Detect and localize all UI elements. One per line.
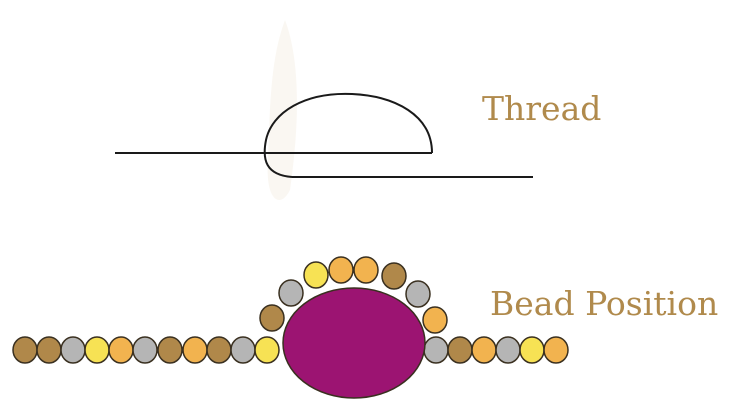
bead-diagram xyxy=(12,256,569,399)
bead-arc-6 xyxy=(381,262,407,290)
bead-arc-8 xyxy=(422,306,448,334)
bead-left-4 xyxy=(84,336,110,364)
bead-right-1 xyxy=(423,336,449,364)
bead-arc-4 xyxy=(328,256,354,284)
thread-label: Thread xyxy=(482,89,602,128)
bead-left-10 xyxy=(230,336,256,364)
bead-left-2 xyxy=(36,336,62,364)
bead-left-6 xyxy=(132,336,158,364)
bead-left-9 xyxy=(206,336,232,364)
bead-left-8 xyxy=(182,336,208,364)
bead-left-11 xyxy=(254,336,280,364)
bead-left-7 xyxy=(157,336,183,364)
bead-arc-2 xyxy=(278,279,304,307)
thread-diagram xyxy=(115,92,533,178)
bead-right-5 xyxy=(519,336,545,364)
thread-loop xyxy=(263,92,433,178)
bead-arc-3 xyxy=(303,261,329,289)
bead-arc-5 xyxy=(353,256,379,284)
bead-right-6 xyxy=(543,336,569,364)
bead-arc-1 xyxy=(259,304,285,332)
bead-left-5 xyxy=(108,336,134,364)
bead-left-1 xyxy=(12,336,38,364)
bead-arc-7 xyxy=(405,280,431,308)
bead-right-2 xyxy=(447,336,473,364)
faint-watermark-shape xyxy=(267,20,297,200)
center-bead xyxy=(282,287,426,399)
bead-right-4 xyxy=(495,336,521,364)
bead-position-label: Bead Position xyxy=(490,284,719,323)
bead-left-3 xyxy=(60,336,86,364)
bead-right-3 xyxy=(471,336,497,364)
